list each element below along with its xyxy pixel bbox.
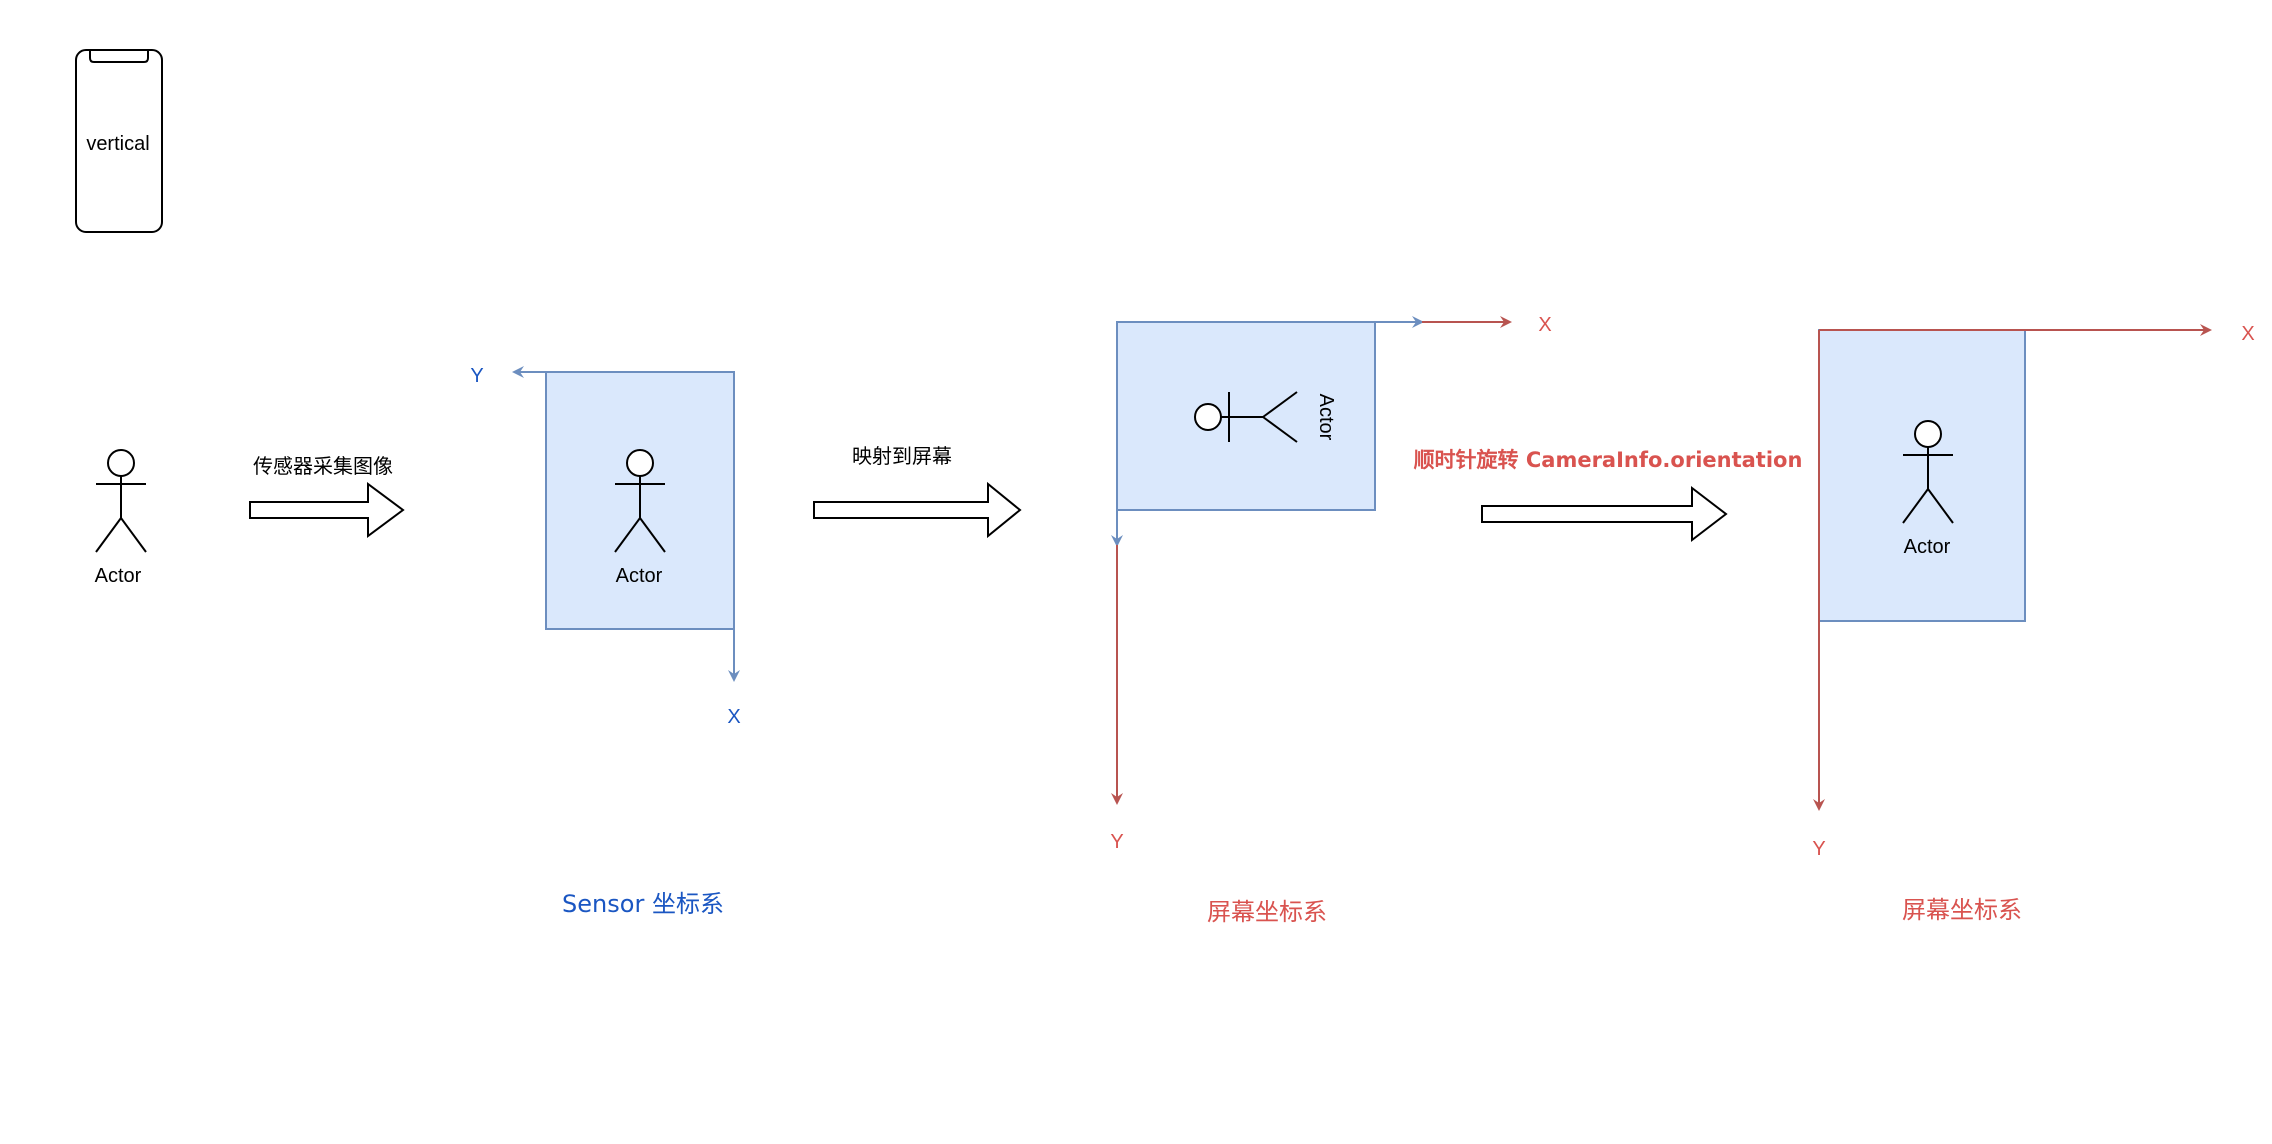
sensor-x-label: X bbox=[727, 706, 740, 728]
phone-label: vertical bbox=[86, 133, 149, 155]
screen1-x-label: X bbox=[1538, 314, 1551, 336]
screen-frame-1: Actor bbox=[1111, 316, 1512, 805]
block-arrow-map bbox=[813, 481, 1022, 539]
screen-frame-2: Actor bbox=[1813, 324, 2212, 811]
actor-standalone-label: Actor bbox=[95, 565, 142, 587]
step-capture-label: 传感器采集图像 bbox=[253, 454, 393, 478]
caption-screen1: 屏幕坐标系 bbox=[1207, 898, 1327, 926]
caption-screen2: 屏幕坐标系 bbox=[1902, 896, 2022, 924]
phone-vertical: vertical bbox=[75, 49, 163, 233]
block-arrow-capture bbox=[249, 482, 405, 538]
step-map-label: 映射到屏幕 bbox=[852, 444, 952, 468]
actor-standalone bbox=[95, 449, 147, 553]
caption-sensor: Sensor 坐标系 bbox=[562, 890, 724, 918]
actor-sensor-label: Actor bbox=[616, 565, 663, 587]
step-rotate-label: 顺时针旋转 CameraInfo.orientation bbox=[1414, 448, 1803, 472]
screen2-y-label: Y bbox=[1812, 838, 1825, 860]
actor-screen1-label: Actor bbox=[1315, 394, 1337, 441]
screen2-x-label: X bbox=[2241, 323, 2254, 345]
sensor-y-label: Y bbox=[470, 365, 483, 387]
block-arrow-rotate bbox=[1481, 485, 1728, 543]
actor-screen2-label: Actor bbox=[1904, 536, 1951, 558]
actor-screen2 bbox=[1902, 420, 1954, 524]
sensor-frame: Actor bbox=[512, 366, 740, 682]
screen1-y-label: Y bbox=[1110, 831, 1123, 853]
actor-screen1-rotated bbox=[1194, 391, 1298, 443]
actor-sensor bbox=[614, 449, 666, 553]
